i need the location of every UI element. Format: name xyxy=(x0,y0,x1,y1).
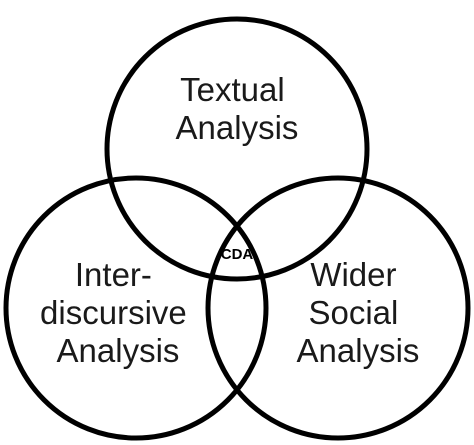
label-cda: CDA xyxy=(221,246,254,263)
label-textual-analysis: Textual Analysis xyxy=(176,71,299,146)
label-wider-line-1: Wider xyxy=(310,256,396,293)
circle-wider-social-analysis xyxy=(205,175,471,441)
label-interdiscursive-analysis: Inter- discursive Analysis xyxy=(40,256,196,369)
label-textual-line-2: Analysis xyxy=(176,109,299,146)
circle-interdiscursive-analysis xyxy=(3,175,269,441)
label-textual-line-1: Textual xyxy=(180,71,285,108)
label-interdiscursive-line-3: Analysis xyxy=(57,332,180,369)
label-interdiscursive-line-2: discursive xyxy=(40,294,187,331)
label-wider-social-analysis: Wider Social Analysis xyxy=(297,256,420,369)
circle-textual-analysis xyxy=(104,16,370,282)
label-wider-line-3: Analysis xyxy=(297,332,420,369)
label-interdiscursive-line-1: Inter- xyxy=(75,256,152,293)
label-wider-line-2: Social xyxy=(308,294,398,331)
